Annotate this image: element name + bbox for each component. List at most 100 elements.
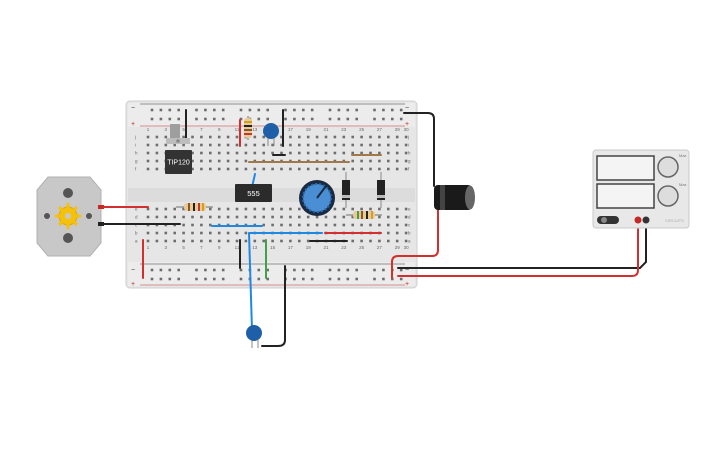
wire-black-cap[interactable]	[261, 265, 286, 347]
breadboard-hole[interactable]	[195, 108, 198, 112]
breadboard-hole[interactable]	[302, 108, 305, 112]
breadboard-hole[interactable]	[404, 223, 408, 227]
breadboard-hole[interactable]	[360, 159, 363, 163]
breadboard-hole[interactable]	[226, 135, 230, 139]
breadboard-hole[interactable]	[373, 108, 376, 112]
breadboard-hole[interactable]	[293, 117, 296, 121]
breadboard-hole[interactable]	[235, 167, 239, 171]
ceramic-capacitor-bottom[interactable]	[246, 325, 262, 348]
breadboard-hole[interactable]	[262, 151, 265, 155]
breadboard-hole[interactable]	[328, 268, 332, 272]
breadboard-hole[interactable]	[387, 151, 390, 155]
breadboard-hole[interactable]	[235, 215, 239, 219]
breadboard-hole[interactable]	[378, 223, 381, 227]
breadboard-hole[interactable]	[155, 135, 159, 139]
breadboard-hole[interactable]	[306, 239, 310, 243]
breadboard-hole[interactable]	[262, 207, 265, 211]
wire-blue-down[interactable]	[248, 232, 253, 331]
breadboard-hole[interactable]	[173, 215, 176, 219]
breadboard-hole[interactable]	[226, 159, 230, 163]
breadboard-hole[interactable]	[280, 151, 283, 155]
resistor-vertical[interactable]	[244, 116, 252, 140]
breadboard-hole[interactable]	[369, 167, 372, 171]
breadboard-hole[interactable]	[226, 167, 230, 171]
breadboard-hole[interactable]	[360, 223, 363, 227]
breadboard-hole[interactable]	[262, 239, 265, 243]
breadboard-hole[interactable]	[226, 143, 230, 147]
breadboard-hole[interactable]	[280, 135, 283, 139]
breadboard-hole[interactable]	[217, 231, 221, 235]
wire-supply-red[interactable]	[397, 221, 639, 277]
breadboard-hole[interactable]	[404, 159, 408, 163]
breadboard-hole[interactable]	[217, 143, 221, 147]
breadboard-hole[interactable]	[253, 143, 257, 147]
breadboard-hole[interactable]	[200, 151, 203, 155]
breadboard-hole[interactable]	[395, 135, 399, 139]
breadboard-hole[interactable]	[302, 268, 305, 272]
breadboard-hole[interactable]	[244, 207, 248, 211]
breadboard-hole[interactable]	[351, 167, 354, 171]
breadboard-hole[interactable]	[404, 239, 408, 243]
breadboard-hole[interactable]	[182, 223, 185, 227]
current-knob[interactable]	[657, 185, 679, 207]
breadboard-hole[interactable]	[342, 223, 346, 227]
breadboard-hole[interactable]	[235, 159, 239, 163]
breadboard-hole[interactable]	[204, 277, 207, 281]
breadboard-hole[interactable]	[209, 223, 212, 227]
breadboard-hole[interactable]	[235, 239, 239, 243]
breadboard-hole[interactable]	[155, 143, 159, 147]
breadboard-hole[interactable]	[164, 239, 168, 243]
breadboard-hole[interactable]	[204, 268, 207, 272]
breadboard-hole[interactable]	[200, 143, 203, 147]
breadboard-hole[interactable]	[155, 207, 159, 211]
breadboard-hole[interactable]	[244, 167, 248, 171]
breadboard-hole[interactable]	[395, 239, 399, 243]
breadboard-hole[interactable]	[221, 268, 225, 272]
breadboard-hole[interactable]	[298, 143, 301, 147]
resistor-right[interactable]	[346, 211, 382, 219]
breadboard-hole[interactable]	[244, 215, 248, 219]
breadboard-hole[interactable]	[262, 135, 265, 139]
breadboard-hole[interactable]	[382, 268, 385, 272]
breadboard-hole[interactable]	[382, 117, 385, 121]
breadboard-hole[interactable]	[204, 108, 207, 112]
breadboard-hole[interactable]	[173, 231, 176, 235]
breadboard-hole[interactable]	[351, 207, 354, 211]
breadboard-hole[interactable]	[346, 108, 350, 112]
breadboard-hole[interactable]	[333, 167, 337, 171]
breadboard-hole[interactable]	[298, 151, 301, 155]
breadboard-hole[interactable]	[248, 108, 252, 112]
breadboard-hole[interactable]	[195, 268, 198, 272]
breadboard-hole[interactable]	[146, 151, 150, 155]
breadboard-hole[interactable]	[200, 223, 203, 227]
breadboard-hole[interactable]	[146, 159, 150, 163]
breadboard-hole[interactable]	[200, 215, 203, 219]
breadboard-hole[interactable]	[253, 215, 257, 219]
breadboard-hole[interactable]	[378, 215, 381, 219]
breadboard-hole[interactable]	[217, 135, 221, 139]
breadboard-hole[interactable]	[293, 268, 296, 272]
breadboard-hole[interactable]	[226, 231, 230, 235]
breadboard-hole[interactable]	[395, 143, 399, 147]
breadboard-hole[interactable]	[239, 108, 243, 112]
breadboard-hole[interactable]	[217, 207, 221, 211]
breadboard-hole[interactable]	[378, 207, 381, 211]
breadboard-hole[interactable]	[302, 117, 305, 121]
breadboard-hole[interactable]	[280, 239, 283, 243]
breadboard-hole[interactable]	[146, 167, 150, 171]
breadboard-hole[interactable]	[395, 159, 399, 163]
breadboard-hole[interactable]	[213, 268, 216, 272]
breadboard-hole[interactable]	[182, 215, 185, 219]
breadboard-hole[interactable]	[182, 231, 185, 235]
breadboard-hole[interactable]	[324, 143, 328, 147]
dc-motor[interactable]	[36, 176, 104, 257]
breadboard-hole[interactable]	[369, 151, 372, 155]
breadboard-hole[interactable]	[360, 239, 363, 243]
breadboard-hole[interactable]	[173, 239, 176, 243]
breadboard-hole[interactable]	[315, 143, 319, 147]
breadboard-hole[interactable]	[177, 277, 180, 281]
breadboard-hole[interactable]	[315, 223, 319, 227]
breadboard-hole[interactable]	[324, 167, 328, 171]
breadboard-hole[interactable]	[391, 277, 394, 281]
